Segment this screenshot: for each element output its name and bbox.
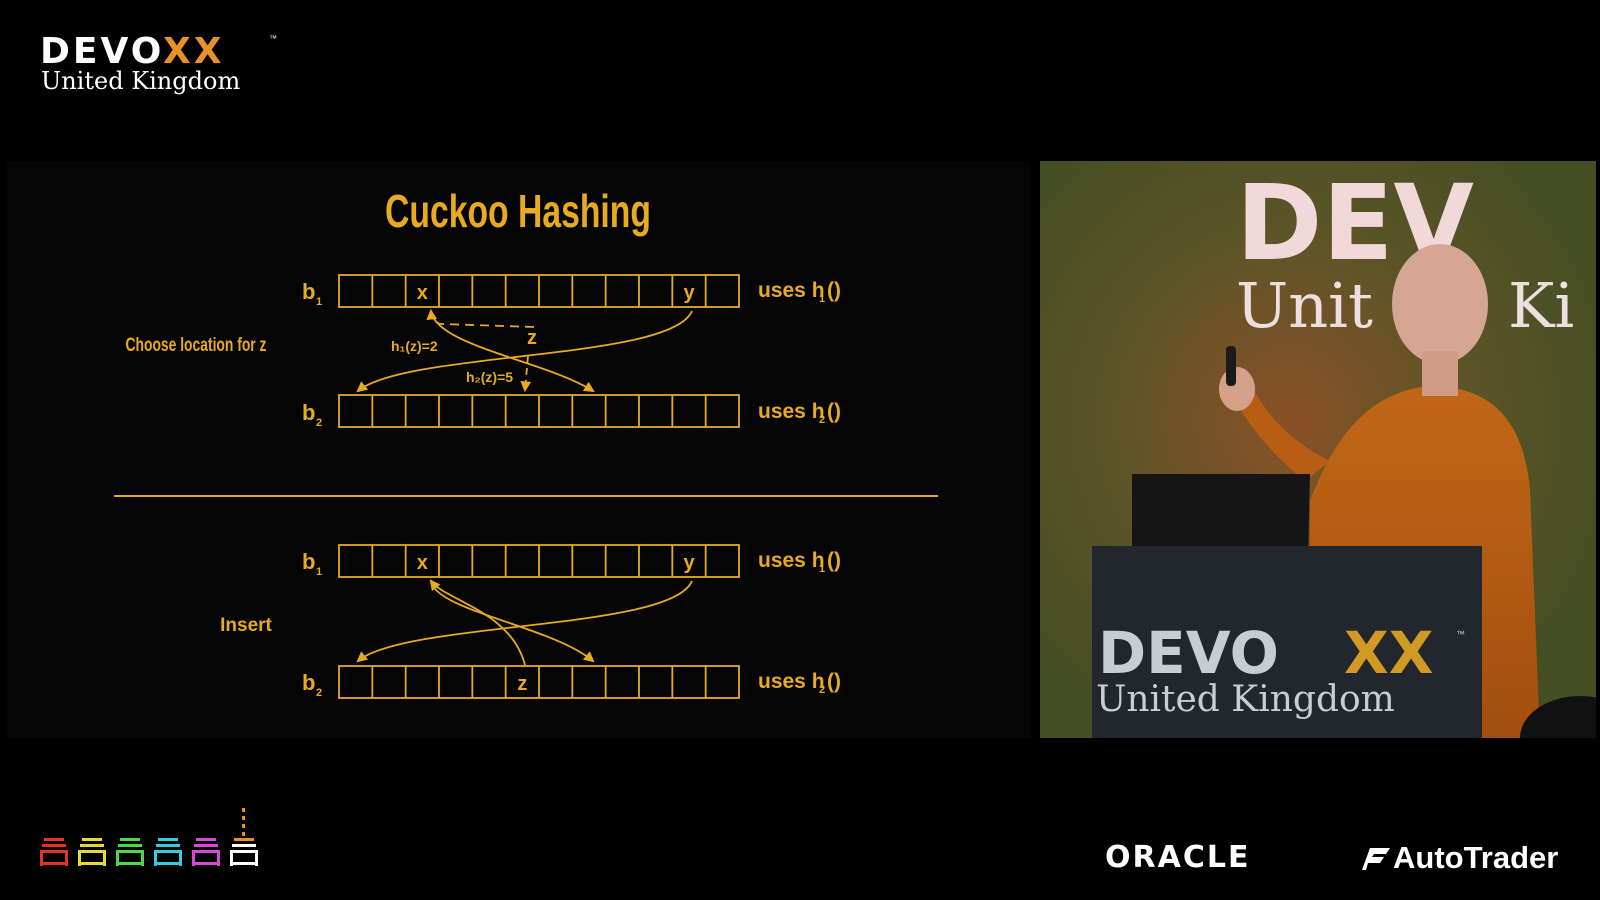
invader-cyan-icon bbox=[154, 838, 182, 866]
podium-xx: XX bbox=[1344, 619, 1433, 687]
pixel-icon-strip bbox=[40, 808, 280, 876]
invader-green-icon bbox=[116, 838, 144, 866]
sponsor-oracle: ORACLE bbox=[1105, 840, 1251, 875]
uses-sub: 1 bbox=[819, 563, 825, 575]
invader-yellow-icon bbox=[78, 838, 106, 866]
row-label: b bbox=[302, 670, 315, 695]
item-z-floating: z bbox=[527, 327, 537, 349]
cell-item-y: y bbox=[683, 552, 695, 574]
uses-text: uses h bbox=[758, 279, 825, 302]
row-label: b bbox=[302, 400, 315, 425]
cell-item-y: y bbox=[683, 282, 695, 304]
podium-sub: United Kingdom bbox=[1096, 679, 1395, 720]
devoxx-logo: DEVOXX ™ United Kingdom bbox=[40, 31, 290, 95]
uses-label: uses h 2 () bbox=[758, 670, 841, 696]
uses-label: uses h 1 () bbox=[758, 549, 841, 575]
cuckoo-hashing-slide: Cuckoo Hashing Choose location for z b 1… bbox=[114, 185, 938, 699]
autotrader-label: AutoTrader bbox=[1393, 840, 1559, 875]
uses-text: uses h bbox=[758, 549, 825, 572]
podium: DEVO XX ™ United Kingdom bbox=[1092, 546, 1482, 738]
h2-label: h₂(z)=5 bbox=[466, 369, 513, 385]
cell-item-x: x bbox=[417, 282, 428, 304]
slide-panel: Cuckoo Hashing Choose location for z b 1… bbox=[6, 161, 1030, 738]
invader-white-icon bbox=[230, 808, 258, 866]
podium-word: DEVO bbox=[1098, 619, 1279, 687]
invader-red-icon bbox=[40, 838, 68, 866]
backdrop-sub-2: Ki bbox=[1508, 269, 1574, 342]
logo-word: DEVO bbox=[40, 31, 164, 72]
invader-magenta-icon bbox=[192, 838, 220, 866]
uses-paren: () bbox=[827, 400, 841, 423]
speaker-camera-feed: DEV Unit Ki DEVO XX ™ United Kingdom bbox=[1040, 161, 1596, 738]
logo-xx: XX bbox=[163, 31, 225, 72]
choose-location-label: Choose location for z bbox=[126, 335, 267, 356]
uses-paren: () bbox=[827, 549, 841, 572]
row-label-sub: 1 bbox=[316, 566, 322, 578]
podium-tm: ™ bbox=[1456, 629, 1465, 639]
row-cells: z bbox=[371, 666, 707, 698]
bucket-row-b2-top: b 2 uses h 2 () bbox=[302, 394, 841, 429]
uses-paren: () bbox=[827, 670, 841, 693]
laptop bbox=[1132, 474, 1310, 561]
audience-silhouette bbox=[1520, 696, 1596, 738]
slide-title: Cuckoo Hashing bbox=[385, 185, 651, 237]
uses-label: uses h 1 () bbox=[758, 279, 841, 305]
logo-subtitle: United Kingdom bbox=[41, 67, 241, 95]
logo-trademark: ™ bbox=[269, 34, 277, 43]
uses-sub: 1 bbox=[819, 293, 825, 305]
uses-label: uses h 2 () bbox=[758, 400, 841, 426]
uses-paren: () bbox=[827, 279, 841, 302]
uses-text: uses h bbox=[758, 400, 825, 423]
insert-label: Insert bbox=[220, 615, 272, 636]
uses-text: uses h bbox=[758, 670, 825, 693]
row-label: b bbox=[302, 549, 315, 574]
bucket-row-b2-bottom: b 2 z uses h 2 () bbox=[302, 665, 841, 699]
cell-item-z: z bbox=[517, 673, 527, 695]
speaker-photo: DEV Unit Ki DEVO XX ™ United Kingdom bbox=[1040, 161, 1596, 738]
row-label-sub: 2 bbox=[316, 687, 322, 699]
row-label-sub: 2 bbox=[316, 417, 322, 429]
row-label-sub: 1 bbox=[316, 296, 322, 308]
cell-item-x: x bbox=[417, 552, 428, 574]
h1-label: h₁(z)=2 bbox=[391, 338, 438, 354]
row-cells bbox=[371, 395, 707, 427]
uses-sub: 2 bbox=[819, 684, 825, 696]
sponsor-autotrader: AutoTrader bbox=[1362, 840, 1558, 876]
uses-sub: 2 bbox=[819, 414, 825, 426]
row-label: b bbox=[302, 279, 315, 304]
arrows-bottom bbox=[356, 579, 693, 666]
autotrader-logo-icon bbox=[1362, 842, 1390, 870]
arrows-top: z h₁(z)=2 h₂(z)=5 bbox=[356, 308, 693, 393]
backdrop-sub: Unit bbox=[1236, 269, 1373, 342]
